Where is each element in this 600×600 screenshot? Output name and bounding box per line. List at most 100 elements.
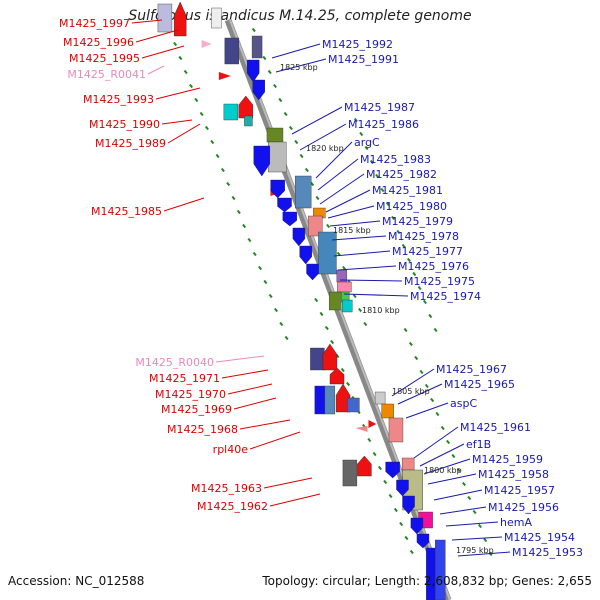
tick-mark [422, 299, 427, 305]
tick-mark [279, 321, 284, 327]
label-leader [451, 536, 503, 541]
label-leader [233, 397, 277, 410]
gene-1961 [401, 457, 415, 471]
label-left: M1425_1993 [83, 93, 154, 106]
label-right: M1425_1978 [388, 230, 459, 243]
tick-mark [467, 495, 472, 501]
tick-mark [284, 335, 289, 341]
gene-1990 [223, 103, 239, 121]
label-right: M1425_1959 [472, 453, 543, 466]
label-left: M1425_1996 [63, 36, 134, 49]
tick-mark [283, 111, 288, 117]
gene-argc [253, 145, 270, 177]
label-left: M1425_R0041 [67, 68, 146, 81]
tick-mark [404, 535, 409, 541]
label-leader [249, 431, 301, 450]
gene-1958 [396, 479, 409, 497]
tick-mark [372, 451, 377, 457]
tick-mark [377, 465, 382, 471]
tick-mark [273, 83, 278, 89]
gene-1978 [308, 215, 323, 237]
label-right: M1425_1979 [382, 215, 453, 228]
tick-mark [294, 139, 299, 145]
tick-mark [364, 145, 369, 151]
label-left: M1425_R0040 [135, 356, 214, 369]
tick-mark [315, 195, 320, 201]
tick-mark [346, 381, 351, 387]
tick-mark [278, 97, 283, 103]
gene-1989 [244, 115, 253, 127]
label-leader [423, 458, 471, 475]
label-right: M1425_1987 [344, 101, 415, 114]
gene-1993 [218, 72, 231, 80]
tick-mark [391, 215, 396, 221]
tick-mark [428, 313, 433, 319]
scale-label: 1825 kbp [280, 63, 318, 72]
label-right: M1425_1977 [392, 245, 463, 258]
label-leader [419, 443, 465, 467]
label-leader [215, 355, 265, 363]
tick-mark [178, 55, 183, 61]
label-leader [269, 493, 321, 507]
gene-1983 [294, 175, 312, 209]
tick-mark [393, 507, 398, 513]
tick-mark [401, 243, 406, 249]
scale-label: 1800 kbp [424, 466, 462, 475]
gene-rpl40e [368, 420, 377, 428]
tick-mark [352, 293, 357, 299]
tick-mark [472, 509, 477, 515]
label-right: M1425_1953 [512, 546, 583, 559]
gene-1991 [252, 79, 265, 101]
label-leader [155, 87, 201, 100]
label-leaders [131, 19, 511, 557]
label-right: M1425_1965 [444, 378, 515, 391]
label-right: M1425_1983 [360, 153, 431, 166]
label-leader [163, 197, 205, 212]
tick-mark [440, 425, 445, 431]
tick-mark [336, 251, 341, 257]
gene-1970 [329, 367, 345, 385]
accession-text: Accession: NC_012588 [8, 574, 145, 588]
label-leader [167, 123, 201, 144]
label-right: M1425_1991 [328, 53, 399, 66]
label-right: M1425_1958 [478, 468, 549, 481]
label-leader [135, 29, 179, 43]
label-leader [329, 220, 381, 227]
label-right: M1425_1974 [410, 290, 481, 303]
gene-1954 [416, 533, 430, 549]
label-leader [147, 65, 165, 75]
label-leader [391, 368, 435, 397]
label-right: aspC [450, 397, 477, 410]
feature-labels: M1425_1997M1425_1996M1425_1995M1425_R004… [59, 17, 583, 559]
gene-1991 [246, 59, 260, 83]
label-left: M1425_1997 [59, 17, 130, 30]
label-right: M1425_1956 [488, 501, 559, 514]
label-leader [325, 189, 371, 213]
tick-mark [407, 257, 412, 263]
gene-1967 [374, 391, 386, 405]
tick-mark [251, 27, 256, 33]
gene-aspc [388, 417, 404, 443]
gene-1975 [306, 263, 319, 281]
gene-1997 [157, 3, 173, 33]
tick-mark [409, 549, 414, 555]
label-leader [317, 158, 359, 191]
label-leader [291, 106, 343, 135]
label-leader [413, 426, 459, 459]
tick-mark [388, 493, 393, 499]
label-leader [339, 279, 403, 282]
tick-mark [226, 181, 231, 187]
features [157, 1, 446, 600]
tick-mark [173, 41, 178, 47]
tick-mark [304, 167, 309, 173]
label-left: M1425_1962 [197, 500, 268, 513]
tick-mark [324, 325, 329, 331]
tick-mark [258, 265, 263, 271]
tick-mark [268, 293, 273, 299]
gene-1976 [292, 227, 306, 247]
gene-1990 [238, 95, 254, 119]
tick-mark [263, 279, 268, 285]
label-leader [131, 19, 163, 24]
label-left: M1425_1990 [89, 118, 160, 131]
scale-label: 1805 kbp [392, 387, 430, 396]
